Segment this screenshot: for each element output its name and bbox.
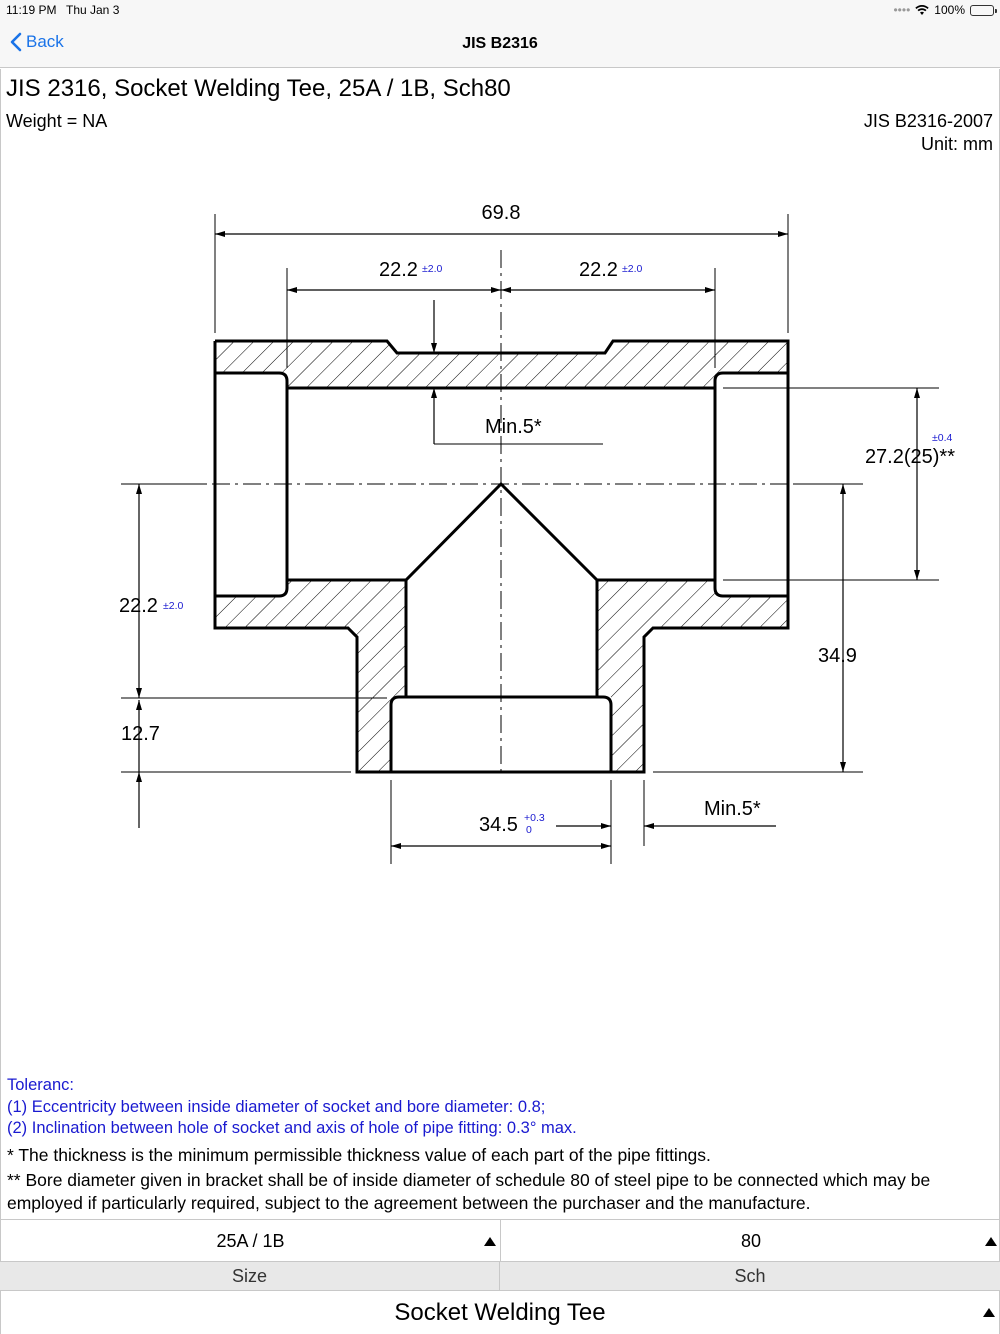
status-indicators: •••• 100%: [893, 3, 997, 17]
dim-half-length-right-tol: ±2.0: [622, 263, 643, 275]
battery-percent: 100%: [934, 3, 965, 17]
dim-bore-tol: ±0.4: [932, 432, 953, 444]
battery-icon: [970, 4, 997, 16]
picker-row: 25A / 1B 80: [0, 1219, 1000, 1262]
unit-text: Unit: mm: [921, 134, 993, 154]
dim-overall-length: 69.8: [482, 202, 521, 224]
technical-drawing: 69.8 22.2 ±2.0 22.2 ±2.0 Min.5* ±0.4 27.…: [119, 202, 955, 864]
content-area: JIS 2316, Socket Welding Tee, 25A / 1B, …: [0, 69, 1000, 1219]
dim-half-length-left: 22.2: [379, 259, 418, 281]
extension-lines: [121, 214, 939, 864]
wifi-icon: [915, 4, 929, 15]
sch-label: Sch: [734, 1266, 766, 1286]
size-label: Size: [0, 1262, 500, 1290]
size-picker[interactable]: 25A / 1B: [1, 1220, 501, 1262]
chevron-left-icon: [10, 32, 22, 52]
dim-socket-depth: 12.7: [121, 723, 160, 745]
status-date: Thu Jan 3: [66, 3, 120, 17]
arrow-up-icon: [985, 1237, 997, 1246]
fitting-type-picker[interactable]: Socket Welding Tee: [0, 1291, 1000, 1334]
dim-socket-dia-tol-lower: 0: [526, 824, 532, 836]
status-bar: 11:19 PM Thu Jan 3 •••• 100%: [0, 0, 1000, 22]
dim-socket-dia: 34.5: [479, 814, 518, 836]
weight-text: Weight = NA: [6, 111, 108, 131]
back-button[interactable]: Back: [10, 32, 64, 52]
navigation-bar: Back JIS B2316: [0, 22, 1000, 68]
dim-branch-height-tol: ±2.0: [163, 600, 184, 612]
dimension-lines: [136, 231, 920, 849]
fitting-title: JIS 2316, Socket Welding Tee, 25A / 1B, …: [6, 75, 511, 102]
size-value: 25A / 1B: [216, 1231, 285, 1251]
tolerance-item: (2) Inclination between hole of socket a…: [7, 1119, 577, 1137]
sch-picker[interactable]: 80: [501, 1220, 1000, 1262]
arrow-up-icon: [484, 1237, 496, 1246]
footnote-thickness: * The thickness is the minimum permissib…: [7, 1145, 711, 1165]
sch-value: 80: [740, 1231, 762, 1251]
fitting-type-value: Socket Welding Tee: [394, 1299, 606, 1326]
dim-half-length-right: 22.2: [579, 259, 618, 281]
dim-branch-height: 22.2: [119, 595, 158, 617]
status-time: 11:19 PM: [6, 3, 57, 17]
dim-half-length-left-tol: ±2.0: [422, 263, 443, 275]
standard-text: JIS B2316-2007: [863, 111, 993, 131]
page-title: JIS B2316: [462, 35, 538, 52]
dim-socket-dia-tol-upper: +0.3: [524, 812, 545, 824]
signal-icon: ••••: [893, 3, 911, 17]
arrow-up-icon: [983, 1308, 995, 1317]
dim-center-to-end: 34.9: [818, 645, 857, 667]
footnote-bore: ** Bore diameter given in bracket shall …: [7, 1170, 931, 1213]
dim-min-wall-bottom: Min.5*: [704, 798, 761, 820]
tolerance-item: (1) Eccentricity between inside diameter…: [7, 1098, 546, 1116]
picker-label-row: Size Sch: [0, 1261, 1000, 1291]
dim-bore: 27.2(25)**: [865, 446, 955, 468]
center-lines: [181, 250, 821, 772]
back-label: Back: [26, 32, 64, 51]
tolerance-heading: Toleranc:: [7, 1076, 74, 1094]
dim-min-wall-top: Min.5*: [485, 416, 542, 438]
